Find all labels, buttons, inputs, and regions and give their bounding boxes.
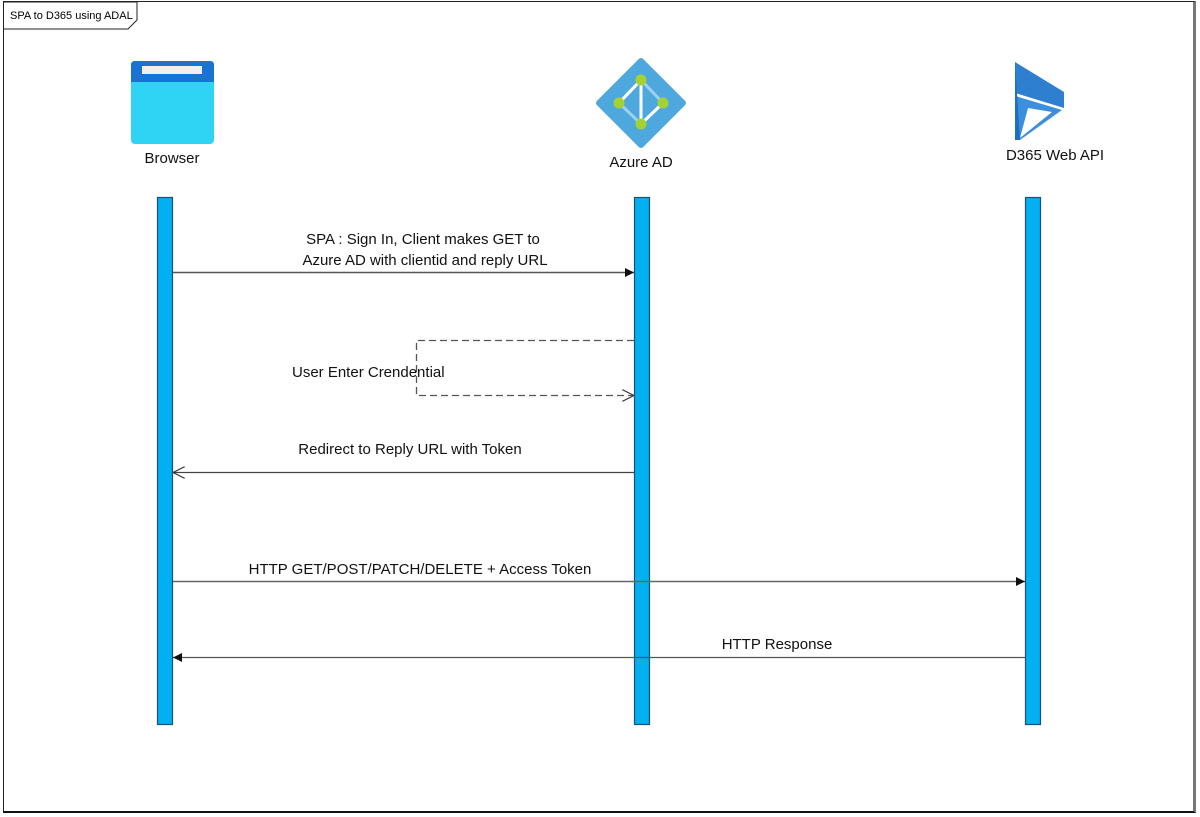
message-label-line2: Azure AD with clientid and reply URL (302, 252, 547, 269)
message-http-response: HTTP Response (173, 636, 1025, 662)
message-label: HTTP Response (722, 636, 833, 653)
message-line (415, 339, 634, 396)
message-http-request: HTTP GET/POST/PATCH/DELETE + Access Toke… (173, 561, 1025, 586)
lifeline-d365 (1024, 196, 1042, 726)
message-label-line1: SPA : Sign In, Client makes GET to (306, 231, 540, 248)
frame-title-tab: SPA to D365 using ADAL (4, 1, 138, 30)
message-redirect-token: Redirect to Reply URL with Token (173, 441, 634, 473)
frame-title: SPA to D365 using ADAL (10, 10, 133, 22)
message-label: User Enter Crendential (292, 364, 445, 381)
azure-ad-icon (596, 58, 686, 148)
dynamics-365-icon (1015, 62, 1064, 140)
lifeline-browser (156, 196, 174, 726)
participant-label-browser: Browser (144, 150, 199, 167)
message-label: HTTP GET/POST/PATCH/DELETE + Access Toke… (249, 561, 592, 578)
diagram-frame (3, 1, 1196, 813)
message-label: Redirect to Reply URL with Token (298, 441, 521, 458)
message-user-credential: User Enter Crendential (292, 339, 634, 396)
message-sign-in: SPA : Sign In, Client makes GET to Azure… (173, 231, 634, 277)
participant-label-d365: D365 Web API (1006, 147, 1104, 164)
lifeline-azure (633, 196, 651, 726)
browser-window-icon (131, 61, 214, 144)
participant-label-azure: Azure AD (609, 154, 673, 171)
